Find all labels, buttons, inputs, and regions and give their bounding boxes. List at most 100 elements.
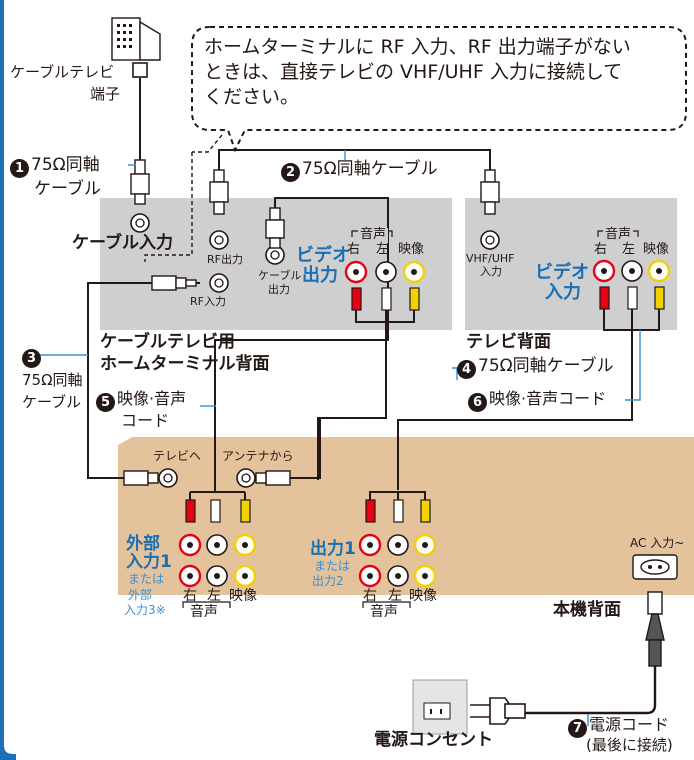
ht-left-label: 左 <box>376 242 390 257</box>
outlet-label: 電源コンセント <box>374 730 493 750</box>
cable-3-number: 3 <box>22 349 41 368</box>
rec-out-left-label: 左 <box>388 588 402 604</box>
coax-plug-4 <box>255 470 291 486</box>
rec-ext-audio-label: 音声 <box>190 604 218 620</box>
coax-plug-1 <box>130 159 150 205</box>
ht-video-out-label-1: ビデオ <box>296 245 350 266</box>
cable-out-label-1: ケーブル <box>258 269 302 282</box>
power-plug-outlet <box>470 697 526 725</box>
rf-out-label: RF出力 <box>207 253 243 266</box>
vhf-uhf-label-1: VHF/UHF <box>466 252 515 265</box>
ext-or-label: または <box>128 572 165 586</box>
tv-left-label: 左 <box>622 242 636 257</box>
cable-1-number: 1 <box>10 159 29 178</box>
out-label-2: 出力2 <box>312 574 344 588</box>
note-line-1: ホームターミナルに RF 入力、RF 出力端子がない <box>204 36 631 58</box>
ext-in-label-1: 外部 <box>126 534 160 554</box>
recorder-title: 本機背面 <box>553 600 621 620</box>
cable-7-text-1: 電源コード <box>589 715 670 734</box>
tv-right-label: 右 <box>594 242 608 257</box>
coax-plug-3a <box>151 275 197 291</box>
tv-av-in-jacks <box>592 259 671 283</box>
jack-cable-in <box>130 213 150 233</box>
ht-av-out-jacks <box>344 260 426 284</box>
tv-title: テレビ背面 <box>466 332 551 352</box>
cable-3-label: 3 <box>22 346 43 368</box>
rec-out-video-label: 映像 <box>409 588 437 604</box>
jack-rf-in <box>209 273 229 293</box>
ht-title-2: ホームターミナル背面 <box>100 354 270 374</box>
cable-1-text-2: ケーブル <box>34 179 101 199</box>
building-icon <box>111 17 161 61</box>
cable-3-text-1: 75Ω同軸 <box>22 371 83 389</box>
ext-in-label-2: 入力1 <box>126 552 172 572</box>
coax-plug-2b <box>480 169 500 215</box>
jack-from-antenna <box>236 468 256 488</box>
cable-5-text-2: コード <box>121 411 170 430</box>
wall-terminal-icon <box>132 62 148 78</box>
ht-video-label: 映像 <box>398 242 425 257</box>
out-label-1: 出力1 <box>310 539 356 559</box>
ht-title-1: ケーブルテレビ用 <box>100 332 235 352</box>
cable-6-text: 映像·音声コード <box>489 389 607 408</box>
recorder-out-jacks <box>358 533 437 588</box>
jack-to-tv <box>158 468 178 488</box>
from-antenna-label: アンテナから <box>222 449 294 463</box>
ht-right-label: 右 <box>347 242 361 257</box>
cable-4-number: 4 <box>457 360 476 379</box>
cable-3-text-2: ケーブル <box>22 393 82 411</box>
tv-audio-label: 音声 <box>603 227 634 243</box>
rec-out-audio-label: 音声 <box>370 604 398 620</box>
cable-2-text: 75Ω同軸ケーブル <box>302 159 438 179</box>
cable-5-number: 5 <box>96 393 115 412</box>
jack-rf-out <box>209 230 229 250</box>
ext3-label-1: 外部 <box>128 588 153 602</box>
rec-ext-right-label: 右 <box>183 588 197 604</box>
out-or-label: または <box>314 559 351 573</box>
tv-panel <box>465 198 677 330</box>
note-bubble <box>191 26 687 153</box>
coax-plug-cable-out <box>265 207 285 249</box>
ext3-label-2: 入力3※ <box>124 603 166 617</box>
cable-7-text-2: (最後に接続) <box>586 736 673 754</box>
cable-6-number: 6 <box>468 393 487 412</box>
vhf-uhf-label-2: 入力 <box>480 265 502 278</box>
rec-out-right-label: 右 <box>363 588 377 604</box>
ac-in-label: AC 入力~ <box>630 536 685 550</box>
cable-1-text-1: 75Ω同軸 <box>31 155 100 175</box>
note-line-3: ください。 <box>204 86 300 108</box>
cable-tv-terminal-label-1: ケーブルテレビ <box>10 63 115 81</box>
jack-vhf-uhf <box>480 230 500 250</box>
jack-cable-out <box>265 245 285 265</box>
recorder-ext-jacks <box>178 533 257 588</box>
tv-video-label: 映像 <box>643 242 670 257</box>
cable-4-text: 75Ω同軸ケーブル <box>478 356 614 376</box>
note-line-2: ときは、直接テレビの VHF/UHF 入力に接続して <box>204 61 623 83</box>
ht-audio-label: 音声 <box>358 227 389 243</box>
cable-in-label: ケーブル入力 <box>72 233 173 253</box>
power-plug-recorder <box>645 591 665 667</box>
tv-video-in-label-1: ビデオ <box>535 262 589 283</box>
ac-inlet-icon <box>632 554 678 580</box>
cable-tv-terminal-label-2: 端子 <box>90 85 121 103</box>
coax-plug-2a <box>209 169 229 215</box>
rec-ext-left-label: 左 <box>207 588 221 604</box>
cable-2-number: 2 <box>281 163 300 182</box>
wall-outlet-icon <box>412 679 468 735</box>
cable-5-text-1: 映像·音声 <box>117 389 187 408</box>
tv-video-in-label-2: 入力 <box>545 282 581 303</box>
page-border <box>0 0 16 760</box>
ht-video-out-label-2: 出力 <box>302 265 338 286</box>
cable-out-label-2: 出力 <box>268 283 290 296</box>
to-tv-label: テレビへ <box>153 449 202 463</box>
rec-ext-video-label: 映像 <box>229 588 257 604</box>
rf-in-label: RF入力 <box>190 295 226 308</box>
